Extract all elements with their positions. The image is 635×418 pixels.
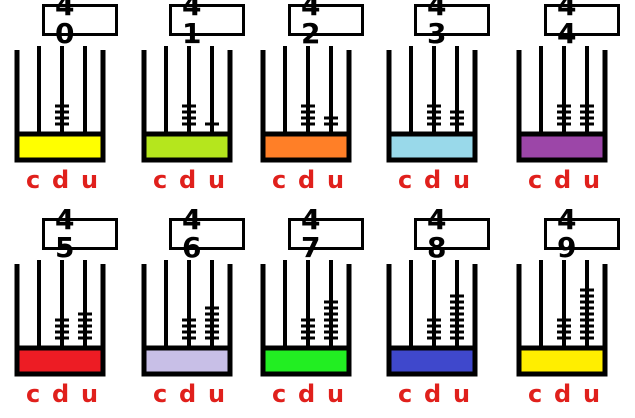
label-unidades: u xyxy=(208,166,226,194)
abacus-base xyxy=(386,345,478,377)
label-centenas: c xyxy=(272,166,287,194)
label-centenas: c xyxy=(528,380,543,408)
abacus-frame xyxy=(260,260,352,377)
number-box: 4 1 xyxy=(169,0,245,48)
abacus-frame xyxy=(386,46,478,163)
abacus-frame xyxy=(260,46,352,163)
label-centenas: c xyxy=(153,380,168,408)
label-decenas: d xyxy=(554,380,572,408)
abacus-base xyxy=(14,131,106,163)
abacus-base xyxy=(260,131,352,163)
abacus-frame xyxy=(141,46,233,163)
label-centenas: c xyxy=(26,166,41,194)
abacus-base xyxy=(516,131,608,163)
label-unidades: u xyxy=(208,380,226,408)
abacus-frame xyxy=(516,260,608,377)
label-centenas: c xyxy=(528,166,543,194)
number-box: 4 7 xyxy=(288,206,364,262)
label-unidades: u xyxy=(583,166,601,194)
abacus-frame xyxy=(516,46,608,163)
number-box: 4 6 xyxy=(169,206,245,262)
number-box: 4 0 xyxy=(42,0,118,48)
label-centenas: c xyxy=(153,166,168,194)
label-unidades: u xyxy=(453,380,471,408)
label-centenas: c xyxy=(398,166,413,194)
label-unidades: u xyxy=(327,380,345,408)
label-unidades: u xyxy=(81,380,99,408)
label-centenas: c xyxy=(26,380,41,408)
label-decenas: d xyxy=(298,380,316,408)
abacus-base xyxy=(14,345,106,377)
label-decenas: d xyxy=(424,380,442,408)
label-decenas: d xyxy=(179,166,197,194)
abacus-frame xyxy=(386,260,478,377)
abacus-frame xyxy=(141,260,233,377)
label-decenas: d xyxy=(52,380,70,408)
abacus-base xyxy=(386,131,478,163)
number-box: 4 8 xyxy=(414,206,490,262)
abacus-base xyxy=(141,345,233,377)
label-centenas: c xyxy=(272,380,287,408)
label-decenas: d xyxy=(424,166,442,194)
label-decenas: d xyxy=(52,166,70,194)
number-box: 4 5 xyxy=(42,206,118,262)
label-decenas: d xyxy=(554,166,572,194)
abacus-frame xyxy=(14,260,106,377)
abacus-base xyxy=(141,131,233,163)
label-centenas: c xyxy=(398,380,413,408)
abacus-frame xyxy=(14,46,106,163)
label-unidades: u xyxy=(453,166,471,194)
label-decenas: d xyxy=(179,380,197,408)
label-unidades: u xyxy=(327,166,345,194)
number-box: 4 2 xyxy=(288,0,364,48)
number-box: 4 4 xyxy=(544,0,620,48)
label-unidades: u xyxy=(583,380,601,408)
label-unidades: u xyxy=(81,166,99,194)
number-box: 4 3 xyxy=(414,0,490,48)
abacus-base xyxy=(516,345,608,377)
abacus-base xyxy=(260,345,352,377)
number-box: 4 9 xyxy=(544,206,620,262)
label-decenas: d xyxy=(298,166,316,194)
